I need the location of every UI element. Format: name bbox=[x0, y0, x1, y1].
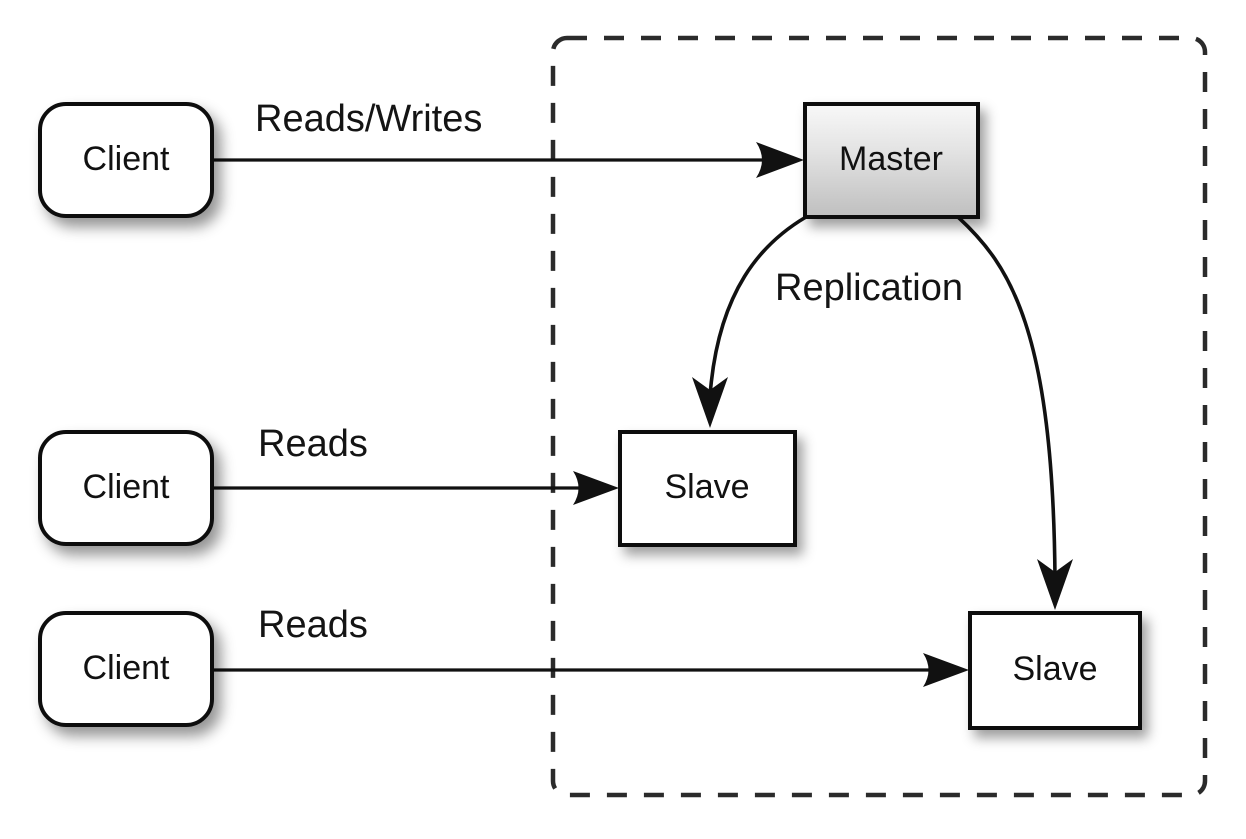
node-slave-1-label: Slave bbox=[664, 468, 749, 506]
node-slave-2-label: Slave bbox=[1012, 650, 1097, 688]
edge-client1-to-master bbox=[210, 142, 804, 178]
node-master-label: Master bbox=[839, 140, 943, 178]
edge-label-reads-bottom: Reads bbox=[258, 604, 368, 646]
arrow-head-icon bbox=[1037, 559, 1073, 610]
edge-master-to-slave1-replication bbox=[692, 215, 807, 428]
edge-client3-to-slave2 bbox=[210, 653, 969, 687]
arrow-head-icon bbox=[923, 653, 969, 687]
node-client-2[interactable]: Client bbox=[38, 430, 214, 546]
node-slave-2[interactable]: Slave bbox=[968, 611, 1142, 730]
database-cluster-boundary bbox=[550, 35, 1208, 798]
node-client-2-label: Client bbox=[83, 468, 170, 506]
node-client-3-label: Client bbox=[83, 649, 170, 687]
node-master[interactable]: Master bbox=[803, 102, 980, 219]
edge-master-to-slave2-replication bbox=[956, 215, 1073, 610]
node-client-1-label: Client bbox=[83, 140, 170, 178]
arrow-head-icon bbox=[692, 377, 728, 428]
node-client-1[interactable]: Client bbox=[38, 102, 214, 218]
arrow-head-icon bbox=[756, 142, 804, 178]
arrow-head-icon bbox=[573, 471, 619, 505]
edge-label-reads-writes: Reads/Writes bbox=[255, 98, 482, 140]
edge-client2-to-slave1 bbox=[210, 471, 619, 505]
node-slave-1[interactable]: Slave bbox=[618, 430, 797, 547]
edge-label-reads-middle: Reads bbox=[258, 423, 368, 465]
node-client-3[interactable]: Client bbox=[38, 611, 214, 727]
edge-label-replication: Replication bbox=[775, 267, 963, 309]
